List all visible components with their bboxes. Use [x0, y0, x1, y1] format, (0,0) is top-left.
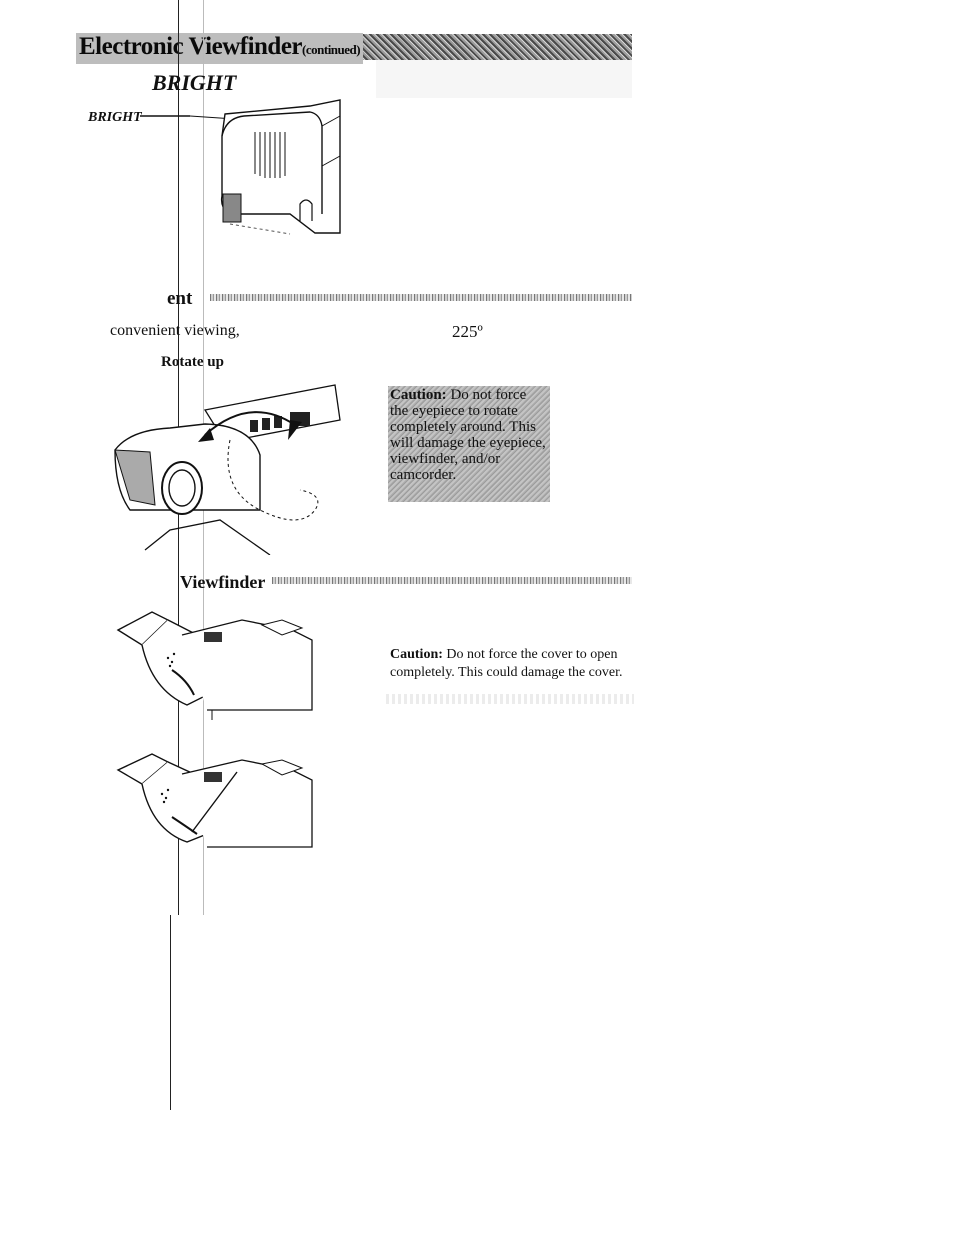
bright-heading: BRIGHT — [152, 70, 237, 95]
caution-text: Do not force the eyepiece to rotate comp… — [390, 387, 546, 483]
rotate-up-subheading: Rotate up — [161, 354, 224, 370]
title-continued: (continued) — [302, 42, 361, 57]
gray-panel — [376, 60, 632, 98]
caution-box-eyepiece: Caution: Do not force the eyepiece to ro… — [388, 386, 550, 502]
adjust-rule — [210, 294, 632, 301]
bright-callout-label: BRIGHT — [88, 110, 142, 125]
viewfinder-illustration-rotate — [114, 384, 341, 555]
caution-cover: Caution: Do not force the cover to open … — [390, 646, 635, 682]
adjust-body-text: convenient viewing, — [110, 322, 240, 339]
viewfinder-illustration-bright — [140, 99, 341, 235]
caution-cover-text: Do not force the cover to open completel… — [390, 647, 623, 680]
faint-scan-band — [386, 694, 634, 704]
caution-cover-label: Caution: — [390, 647, 443, 662]
rotation-angle: 225º — [452, 322, 483, 341]
title-text: Electronic Viewfinder — [79, 33, 303, 60]
adjust-heading: ent — [167, 288, 193, 309]
viewfinder-heading: Viewfinder — [180, 572, 266, 592]
caution-label: Caution: — [390, 387, 447, 403]
viewfinder-rule — [272, 577, 632, 584]
page-title: Electronic Viewfinder(continued) — [76, 33, 364, 64]
viewfinder-illustration-cover-open — [116, 611, 313, 720]
viewfinder-illustration-cover-closed — [116, 753, 313, 848]
scan-line-lower — [170, 915, 171, 1110]
